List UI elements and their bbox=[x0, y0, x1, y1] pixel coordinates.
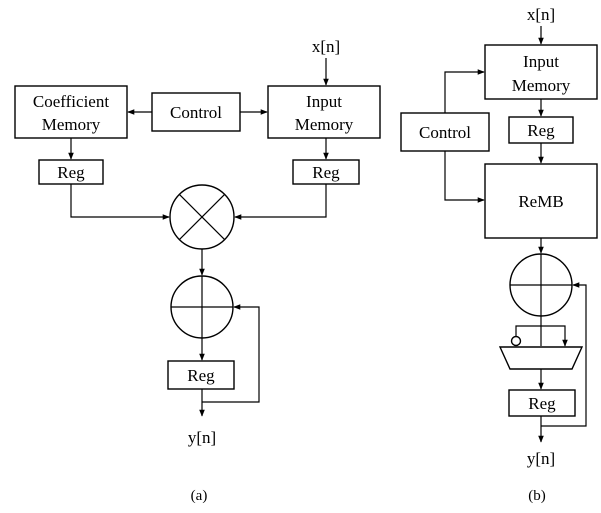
b-branch-left-wire bbox=[515, 325, 541, 336]
a-multiplier-symbol bbox=[169, 184, 235, 250]
b-reg-bottom-label: Reg bbox=[528, 394, 556, 413]
b-control-block bbox=[400, 112, 490, 152]
a-input-label: x[n] bbox=[312, 37, 340, 56]
a-reg-right-to-multiplier-wire bbox=[234, 184, 327, 220]
a-reg-left-label: Reg bbox=[57, 163, 85, 182]
b-adder-symbol bbox=[509, 253, 573, 317]
b-feedback-wire bbox=[541, 282, 587, 427]
b-branch-right-arrow bbox=[541, 325, 568, 347]
a-reg-left-block bbox=[38, 159, 104, 185]
b-input-memory-block bbox=[484, 44, 598, 100]
b-input-label: x[n] bbox=[527, 5, 555, 24]
a-output-label: y[n] bbox=[188, 428, 216, 447]
a-coefficient-memory-label-line1: Coefficient bbox=[33, 92, 109, 111]
a-feedback-wire bbox=[202, 304, 260, 403]
a-input-memory-block bbox=[267, 85, 381, 139]
b-control-to-remb-wire bbox=[444, 151, 485, 203]
a-caption: (a) bbox=[191, 488, 208, 504]
b-inverter-bubble bbox=[510, 335, 522, 347]
a-reg-left-to-multiplier-wire bbox=[70, 184, 170, 220]
b-input-memory-label-line2: Memory bbox=[512, 76, 571, 95]
b-input-memory-label-line1: Input bbox=[523, 52, 559, 71]
b-remb-block bbox=[484, 163, 598, 239]
b-remb-label: ReMB bbox=[518, 192, 563, 211]
a-reg-right-label: Reg bbox=[312, 163, 340, 182]
b-caption: (b) bbox=[528, 488, 546, 504]
b-reg-bottom-block bbox=[508, 389, 576, 417]
a-reg-accumulator-block bbox=[167, 360, 235, 390]
a-control-block bbox=[151, 92, 241, 132]
a-reg-accumulator-label: Reg bbox=[187, 366, 215, 385]
b-control-label: Control bbox=[419, 123, 471, 142]
b-output-label: y[n] bbox=[527, 449, 555, 468]
a-input-memory-label-line2: Memory bbox=[295, 115, 354, 134]
a-coefficient-memory-label-line2: Memory bbox=[42, 115, 101, 134]
a-input-memory-label-line1: Input bbox=[306, 92, 342, 111]
b-reg-top-label: Reg bbox=[527, 121, 555, 140]
b-control-to-input-memory-wire bbox=[444, 69, 485, 113]
a-adder-symbol bbox=[170, 275, 234, 339]
a-control-label: Control bbox=[170, 103, 222, 122]
b-multiplexer bbox=[498, 346, 584, 370]
diagram-b: x[n] Input Memory Control Reg ReMB Reg bbox=[400, 5, 598, 504]
diagram-a: x[n] Coefficient Memory Control Input Me… bbox=[14, 37, 381, 504]
a-reg-right-block bbox=[292, 159, 360, 185]
